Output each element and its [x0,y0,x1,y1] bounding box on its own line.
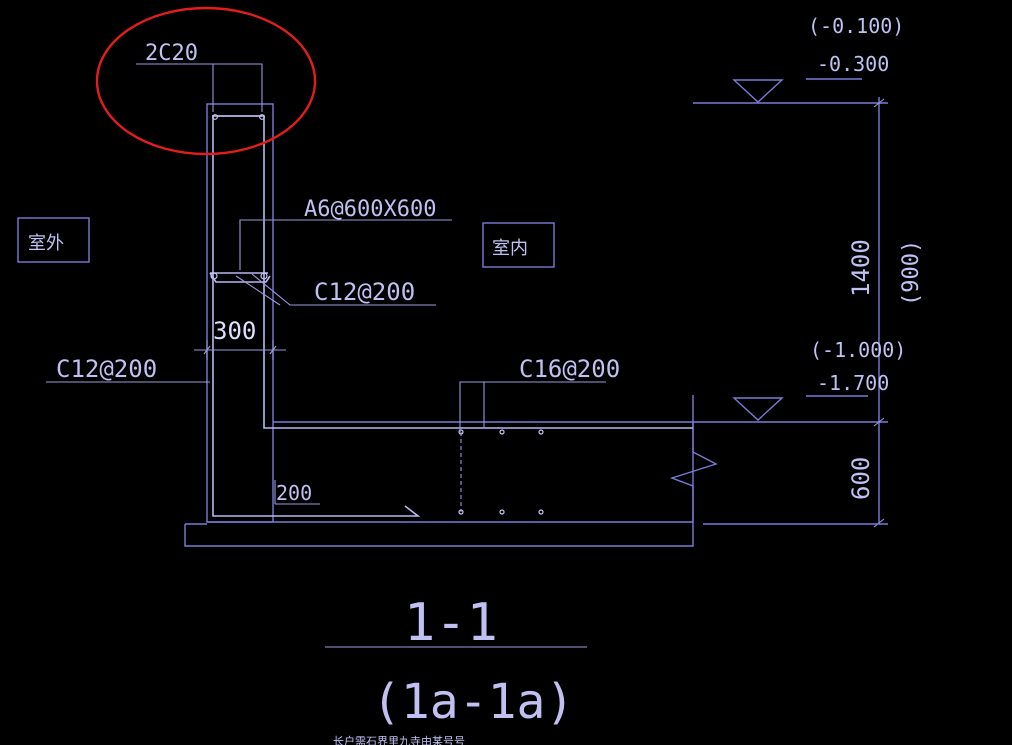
elevation-top: -0.300 [817,52,889,76]
section-title: 1-1 [404,593,498,653]
elevation-bottom-paren: (-1.000) [810,338,906,362]
section-subtitle: (1a-1a) [372,674,574,730]
inside-label: 室内 [492,238,528,259]
outside-label: 室外 [28,233,64,254]
retaining-wall [184,103,718,547]
reinforcement [209,114,693,517]
leader-lines [46,63,606,505]
highlight-circle [95,6,317,156]
stirrup-label: A6@600X600 [304,197,436,222]
elevation-markers [693,78,888,423]
wall-height-label: 1400 [847,239,875,297]
elevation-bottom: -1.700 [817,371,889,395]
wall-width-label: 300 [213,317,256,345]
room-label-boxes [17,217,555,268]
wall-width-dimension [194,340,286,360]
section-footnote: 长户需石界里九寺由某号号 [333,734,465,745]
elevation-top-paren: (-0.100) [808,14,904,38]
wall-height-paren-label: (900) [899,240,924,306]
horizontal-bar-label: C12@200 [56,355,157,383]
tie-bar-label: C12@200 [314,278,415,306]
top-rebar-label: 2C20 [145,41,198,66]
height-dimension-chain [703,97,888,528]
slab-bar-label: C16@200 [519,355,620,383]
slab-thickness-label: 600 [847,457,875,500]
slab-dim-label: 200 [276,481,312,505]
